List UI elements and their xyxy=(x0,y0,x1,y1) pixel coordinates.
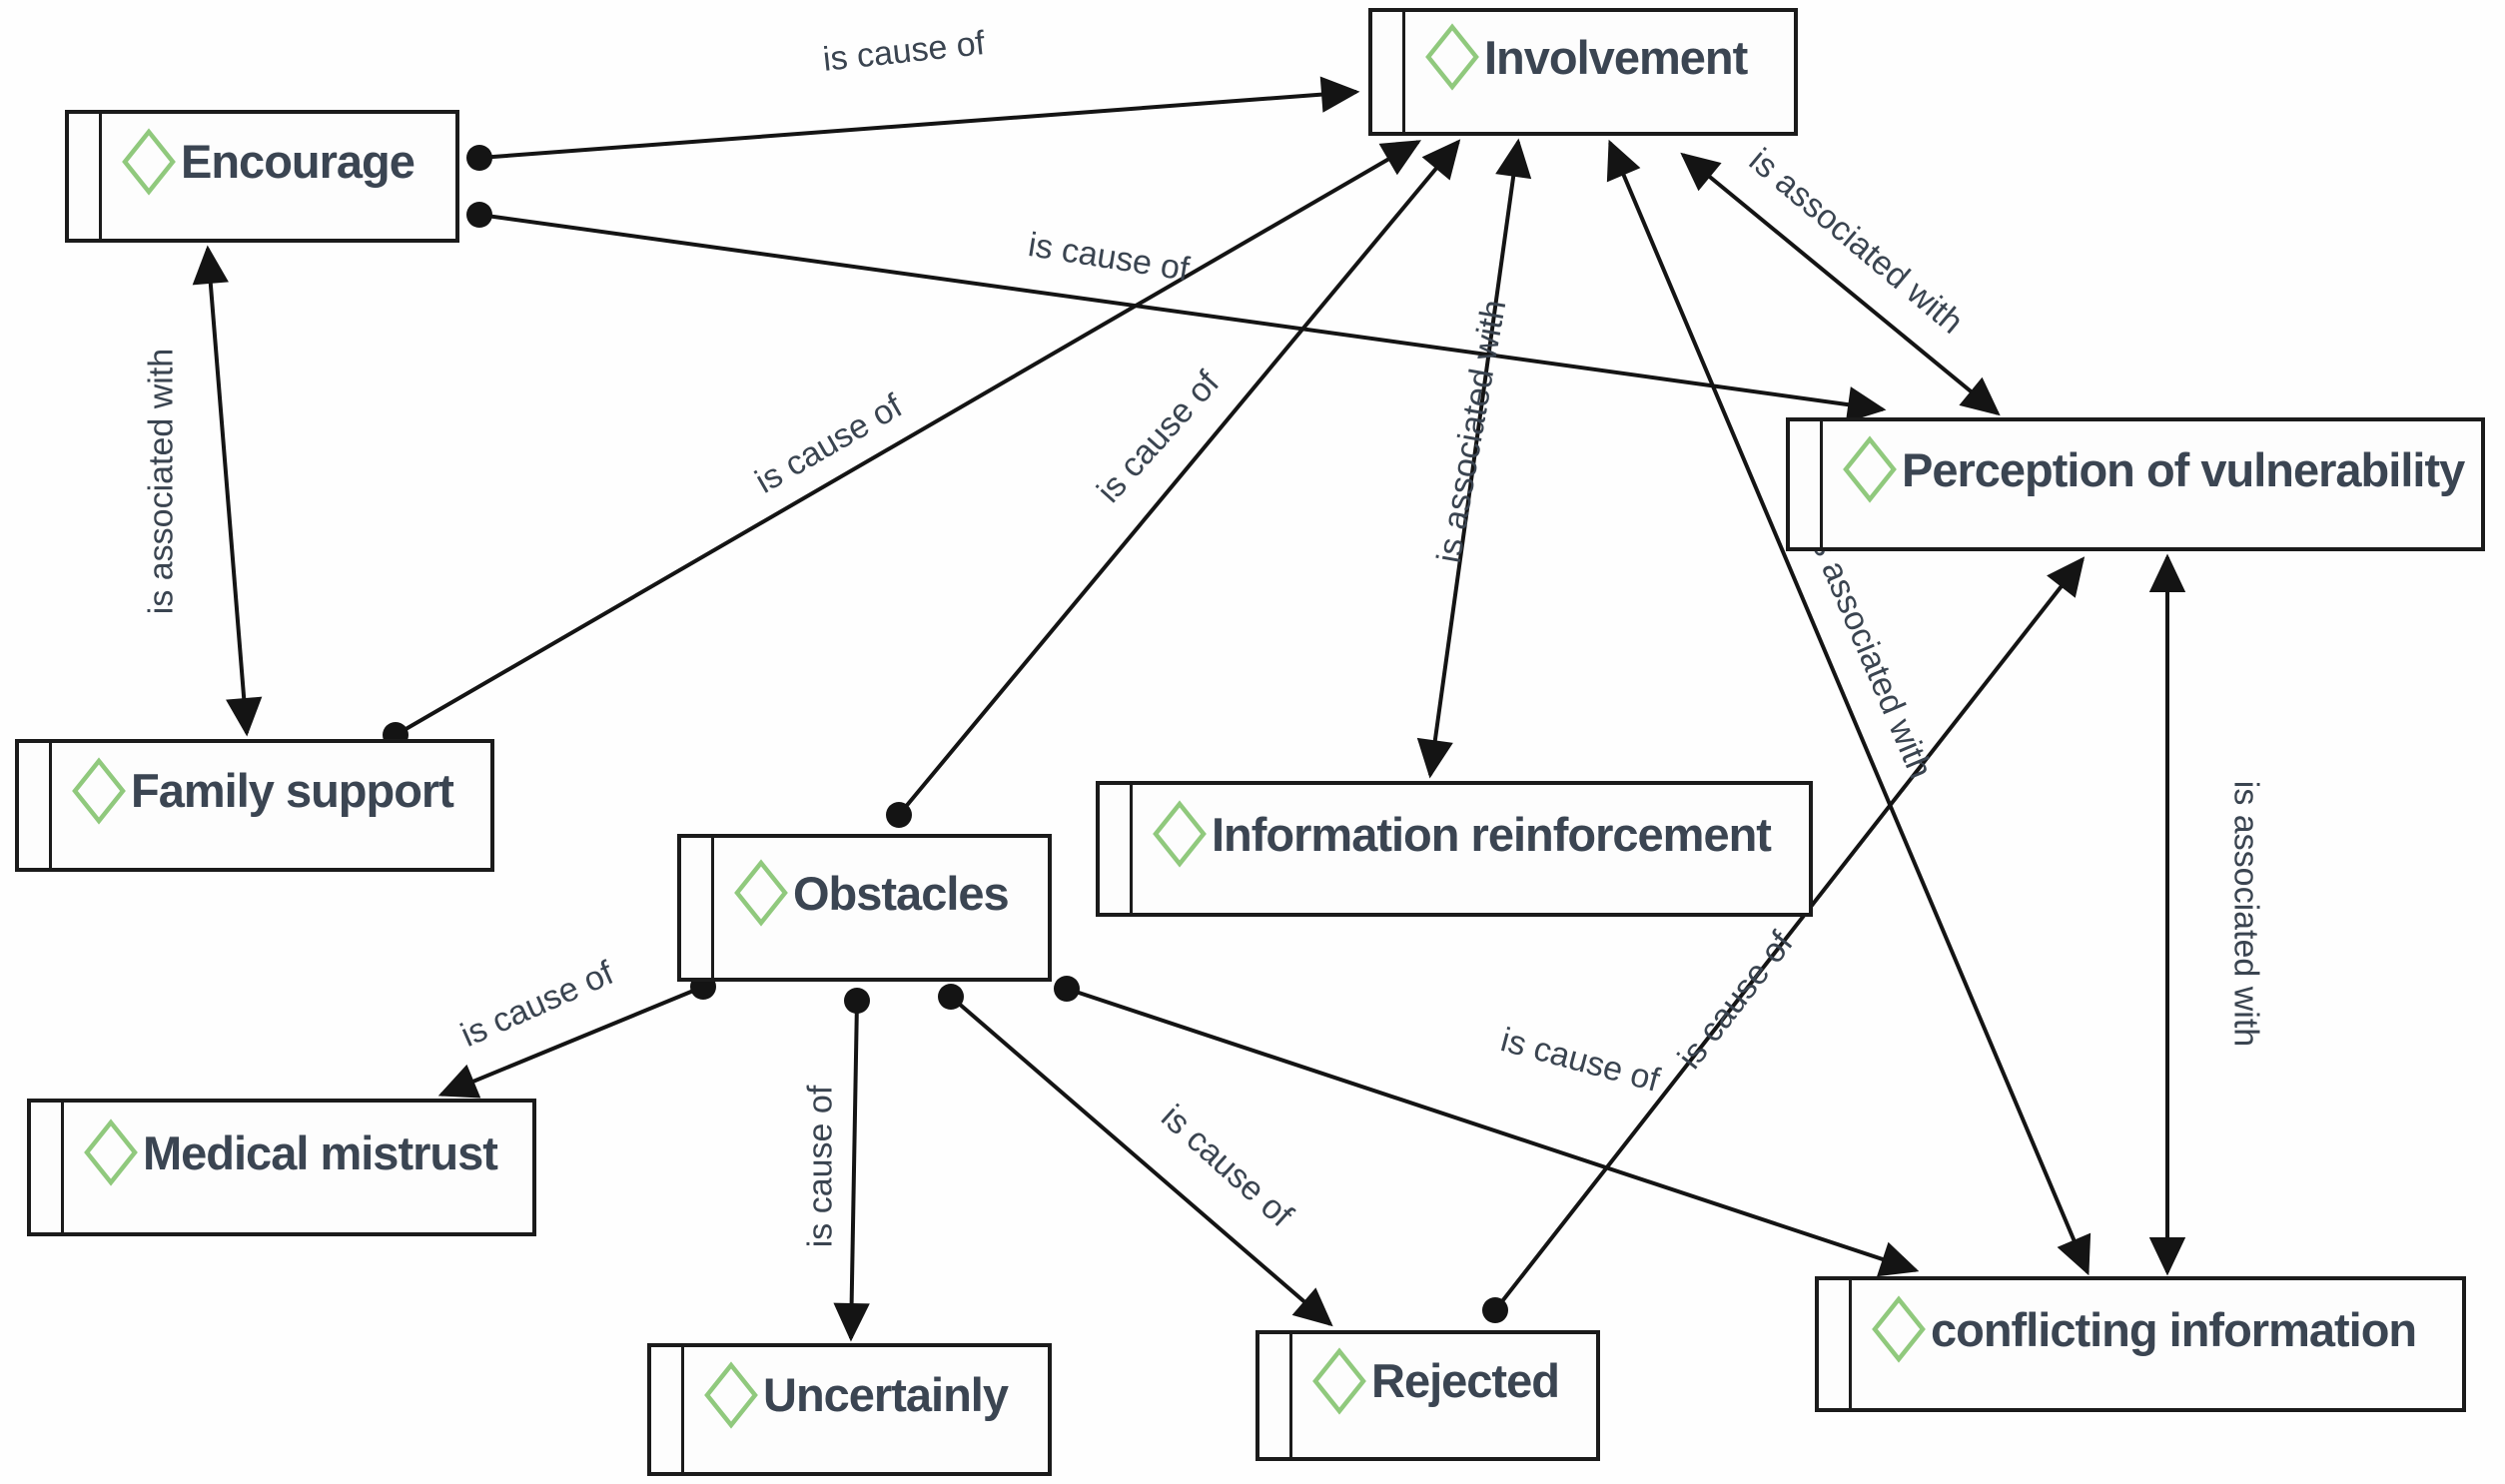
concept-diamond-icon xyxy=(704,1360,758,1429)
node-left-strip xyxy=(711,838,714,978)
edge-line-involvement-perception xyxy=(1680,152,2001,416)
connection-dot xyxy=(466,145,492,171)
node-left-strip xyxy=(49,743,52,868)
connection-dot xyxy=(1482,1297,1508,1323)
edge-line-encourage-perception xyxy=(478,213,1887,423)
edge-line-obstacles-medical xyxy=(437,985,704,1099)
concept-node-uncertainly[interactable]: Uncertainly xyxy=(647,1343,1052,1476)
concept-node-label: Medical mistrust xyxy=(143,1125,498,1179)
node-left-strip xyxy=(1289,1334,1292,1457)
concept-node-label: conflicting information xyxy=(1931,1302,2417,1356)
edge-line-family-involvement xyxy=(394,140,1422,737)
concept-diamond-icon xyxy=(84,1118,138,1186)
concept-node-rejected[interactable]: Rejected xyxy=(1255,1330,1600,1461)
edge-line-obstacles-uncertainly xyxy=(833,1000,870,1342)
concept-node-family[interactable]: Family support xyxy=(15,739,494,872)
concept-node-obstacles[interactable]: Obstacles xyxy=(677,834,1052,982)
edge-line-family-encourage xyxy=(192,245,263,737)
edge-relation-label[interactable]: is associated with xyxy=(142,348,181,615)
concept-diamond-icon xyxy=(1872,1295,1926,1363)
concept-node-label: Perception of vulnerability xyxy=(1902,442,2465,496)
concept-node-perception[interactable]: Perception of vulnerability xyxy=(1786,417,2485,551)
node-left-strip xyxy=(99,114,102,239)
edge-relation-label[interactable]: is cause of xyxy=(801,1085,840,1248)
edge-line-obstacles-involvement xyxy=(897,139,1461,817)
concept-node-label: Information reinforcement xyxy=(1212,807,1772,861)
concept-diamond-icon xyxy=(1153,800,1207,868)
edge-relation-label[interactable]: is associated with xyxy=(2226,780,2265,1048)
node-left-strip xyxy=(1849,1280,1852,1408)
concept-node-label: Involvement xyxy=(1484,30,1748,84)
concept-node-involvement[interactable]: Involvement xyxy=(1368,8,1798,136)
node-left-strip xyxy=(681,1347,684,1472)
concept-node-inforeinf[interactable]: Information reinforcement xyxy=(1096,781,1813,917)
node-left-strip xyxy=(61,1103,64,1232)
concept-node-label: Encourage xyxy=(181,135,416,188)
connection-dot xyxy=(466,202,492,228)
edge-line-encourage-involvement xyxy=(478,76,1360,160)
node-left-strip xyxy=(1402,12,1405,132)
edge-line-involvement-conflicting xyxy=(1606,139,2091,1276)
connection-dot xyxy=(886,802,912,828)
node-left-strip xyxy=(1820,421,1823,547)
concept-node-medical[interactable]: Medical mistrust xyxy=(27,1099,536,1236)
connection-dot xyxy=(938,984,964,1010)
concept-node-label: Obstacles xyxy=(793,866,1010,920)
node-left-strip xyxy=(1130,785,1133,913)
concept-node-conflicting[interactable]: conflicting information xyxy=(1815,1276,2466,1412)
concept-node-label: Uncertainly xyxy=(763,1368,1009,1421)
concept-diamond-icon xyxy=(734,859,788,927)
concept-diamond-icon xyxy=(122,127,176,196)
edge-line-rejected-perception xyxy=(1493,556,2086,1312)
concept-diamond-icon xyxy=(1425,23,1479,91)
concept-diamond-icon xyxy=(72,756,126,825)
edge-line-obstacles-rejected xyxy=(949,995,1333,1327)
connection-dot xyxy=(1054,976,1080,1002)
concept-diamond-icon xyxy=(1843,435,1897,503)
edge-line-obstacles-conflicting xyxy=(1066,987,1920,1277)
edge-line-involvement-inforeinf xyxy=(1416,138,1532,779)
concept-node-encourage[interactable]: Encourage xyxy=(65,110,459,243)
concept-node-label: Family support xyxy=(131,764,454,817)
concept-node-label: Rejected xyxy=(1371,1354,1560,1407)
connection-dot xyxy=(844,988,870,1014)
concept-diamond-icon xyxy=(1312,1346,1366,1415)
